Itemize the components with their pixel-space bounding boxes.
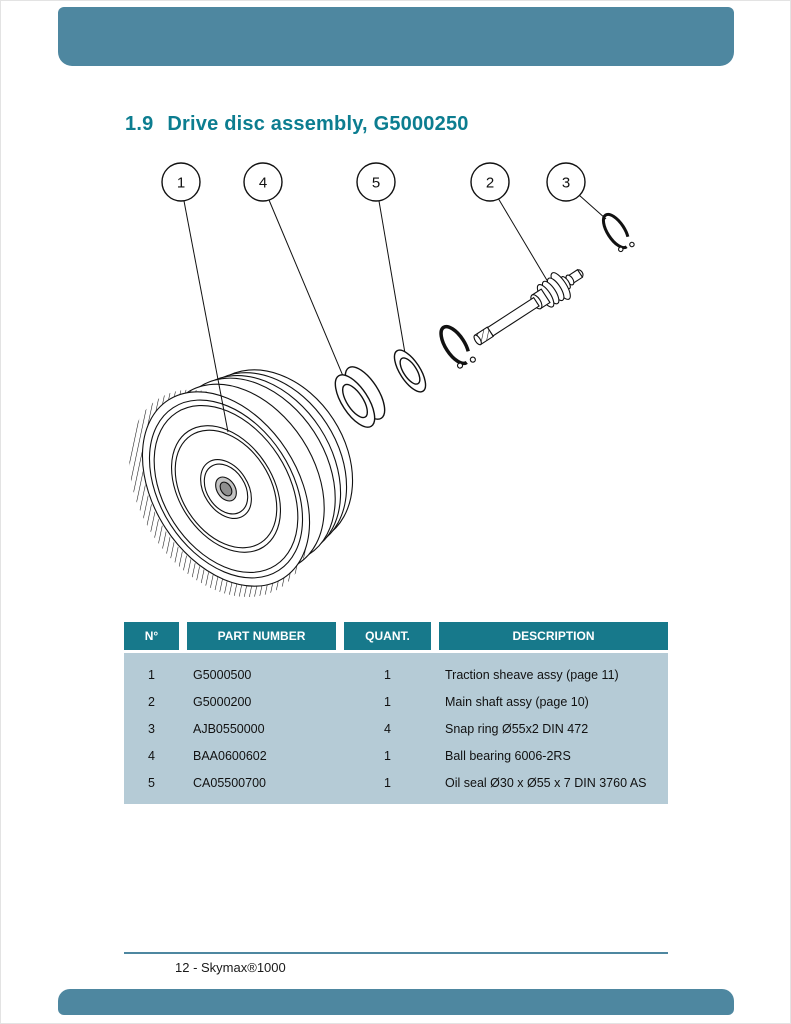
- leader-line-5: [378, 200, 408, 366]
- cell-description: Snap ring Ø55x2 DIN 472: [445, 721, 589, 736]
- callouts: 1 4 5 2 3: [161, 162, 586, 202]
- leader-line-4: [268, 199, 352, 396]
- header-quantity: QUANT.: [344, 622, 431, 650]
- leader-line-2: [497, 197, 549, 283]
- traction-sheave-drawing: [129, 369, 354, 598]
- footer-rule: [124, 952, 668, 954]
- cell-no: 2: [148, 694, 155, 709]
- table-row: 5 CA05500700 1 Oil seal Ø30 x Ø55 x 7 DI…: [124, 769, 668, 796]
- callout-5-label: 5: [372, 175, 380, 192]
- section-title: Drive disc assembly, G5000250: [167, 113, 469, 135]
- callout-1: 1: [161, 162, 201, 202]
- callout-1-label: 1: [177, 175, 185, 192]
- cell-description: Traction sheave assy (page 11): [445, 667, 619, 682]
- snap-ring-inner-drawing: [439, 324, 476, 369]
- header-band: [58, 7, 734, 66]
- main-shaft-drawing: [473, 268, 584, 346]
- callout-3-circle: [546, 162, 586, 202]
- header-no: N°: [124, 622, 179, 650]
- table-row: 1 G5000500 1 Traction sheave assy (page …: [124, 661, 668, 688]
- table-row: 4 BAA0600602 1 Ball bearing 6006-2RS: [124, 742, 668, 769]
- oil-seal-drawing: [393, 349, 427, 393]
- header-part-number: PART NUMBER: [187, 622, 336, 650]
- callout-5: 5: [356, 162, 396, 202]
- callout-4: 4: [243, 162, 283, 202]
- table-row: 3 AJB0550000 4 Snap ring Ø55x2 DIN 472: [124, 715, 668, 742]
- cell-description: Main shaft assy (page 10): [445, 694, 589, 709]
- header-description: DESCRIPTION: [439, 622, 668, 650]
- cell-no: 4: [148, 748, 155, 763]
- callout-1-circle: [161, 162, 201, 202]
- cell-quantity: 1: [384, 775, 391, 790]
- page-title: 1.9 Drive disc assembly, G5000250: [125, 113, 469, 136]
- leader-lines: [183, 194, 607, 433]
- cell-quantity: 1: [384, 748, 391, 763]
- cell-part-number: G5000200: [193, 694, 252, 709]
- parts-table: N° PART NUMBER QUANT. DESCRIPTION 1 G500…: [124, 622, 668, 804]
- ball-bearing-drawing: [334, 366, 386, 428]
- cell-no: 1: [148, 667, 155, 682]
- cell-part-number: G5000500: [193, 667, 252, 682]
- cell-no: 5: [148, 775, 155, 790]
- cell-quantity: 1: [384, 694, 391, 709]
- footer-band: [58, 989, 734, 1015]
- cell-description: Oil seal Ø30 x Ø55 x 7 DIN 3760 AS: [445, 775, 647, 790]
- callout-2-label: 2: [486, 175, 494, 192]
- callout-3-label: 3: [562, 175, 570, 192]
- cell-description: Ball bearing 6006-2RS: [445, 748, 571, 763]
- snap-ring-outer-drawing: [601, 212, 635, 253]
- callout-4-label: 4: [259, 175, 267, 192]
- leader-line-3: [578, 194, 607, 220]
- cell-quantity: 4: [384, 721, 391, 736]
- callout-5-circle: [356, 162, 396, 202]
- callout-2: 2: [470, 162, 510, 202]
- callout-3: 3: [546, 162, 586, 202]
- cell-no: 3: [148, 721, 155, 736]
- callout-4-circle: [243, 162, 283, 202]
- section-number: 1.9: [125, 113, 154, 135]
- page-footer: 12 - Skymax®1000: [175, 960, 286, 975]
- exploded-view-diagram: 1 4 5 2 3: [129, 162, 635, 598]
- cell-quantity: 1: [384, 667, 391, 682]
- cell-part-number: AJB0550000: [193, 721, 265, 736]
- cell-part-number: BAA0600602: [193, 748, 267, 763]
- parts-table-body: 1 G5000500 1 Traction sheave assy (page …: [124, 653, 668, 804]
- table-row: 2 G5000200 1 Main shaft assy (page 10): [124, 688, 668, 715]
- callout-2-circle: [470, 162, 510, 202]
- cell-part-number: CA05500700: [193, 775, 266, 790]
- parts-table-header: N° PART NUMBER QUANT. DESCRIPTION: [124, 622, 668, 650]
- leader-line-1: [183, 200, 229, 433]
